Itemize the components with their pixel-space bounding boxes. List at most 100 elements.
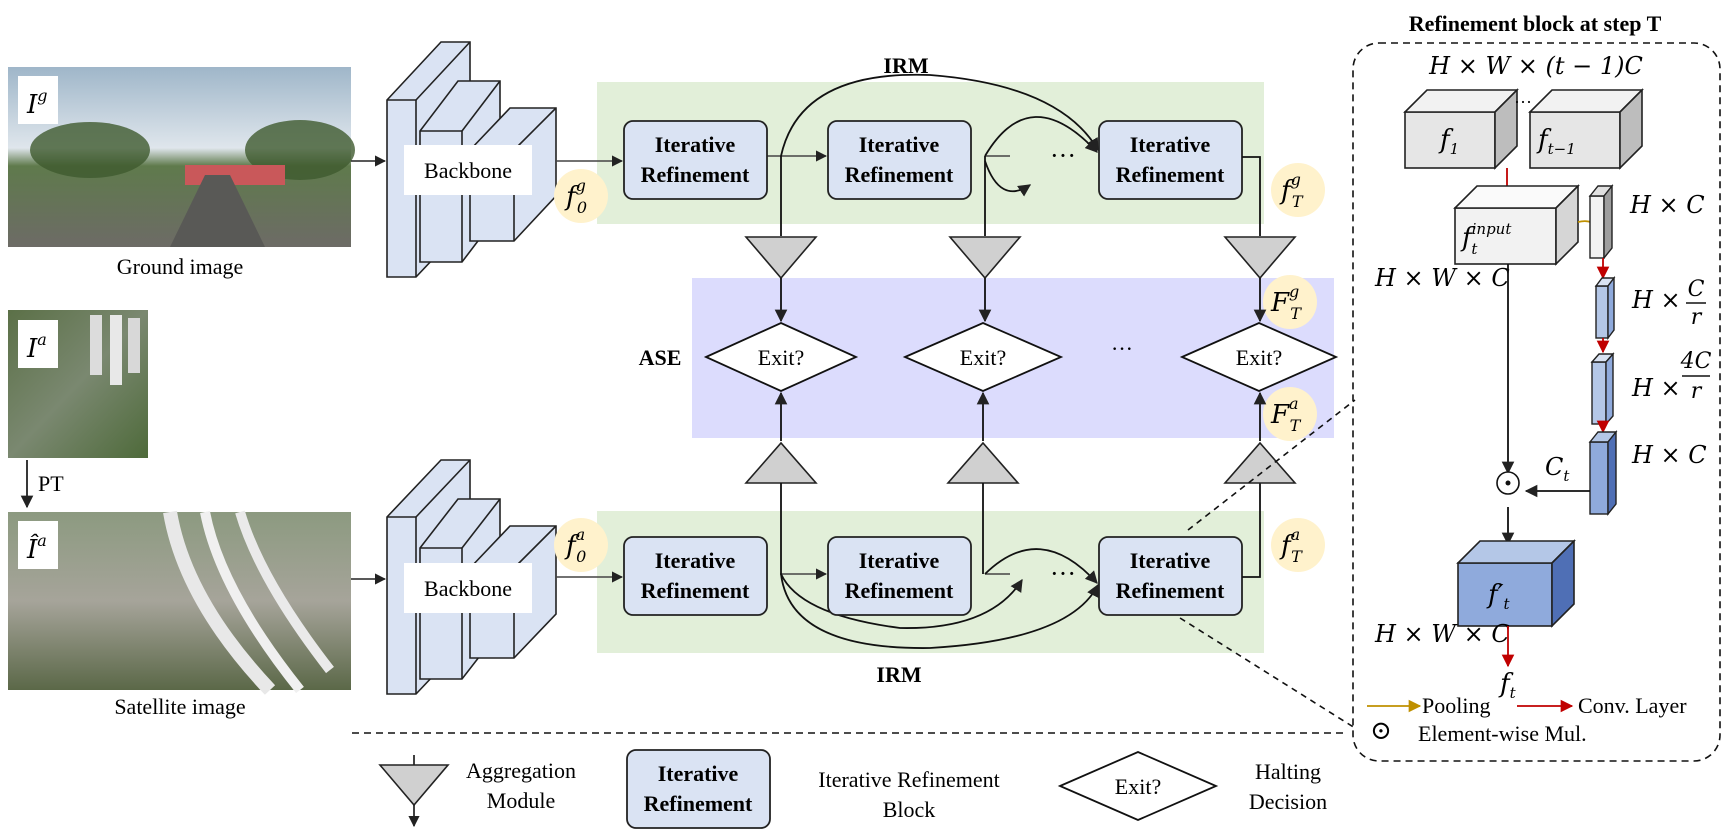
backbone-bottom: Backbone xyxy=(386,459,557,695)
svg-text:FaT: FaT xyxy=(1270,394,1302,435)
transformed-symbol-box xyxy=(18,521,58,569)
skip-arc-bottom-short xyxy=(984,548,1098,584)
ft-output-label: ft xyxy=(1498,669,1517,702)
svg-text:Iterative: Iterative xyxy=(859,548,940,573)
legend-halting: Exit? Halting Decision xyxy=(1057,751,1327,821)
hwc-label-1: H × W × C xyxy=(1374,264,1510,292)
hc-label-1: H × C xyxy=(1629,191,1705,219)
aggregation-bottom-2 xyxy=(946,441,1020,484)
svg-text:Exit?: Exit? xyxy=(1236,345,1282,370)
aggregation-top-1 xyxy=(744,236,818,280)
svg-text:4C: 4C xyxy=(1680,349,1712,374)
dots-top: ··· xyxy=(1050,141,1076,170)
transformed-satellite-image: Îa xyxy=(8,510,351,695)
iter-block-top-1: Iterative Refinement xyxy=(623,120,768,200)
odot-legend-icon: ⊙ xyxy=(1370,716,1392,745)
svg-text:r: r xyxy=(1691,379,1703,404)
ground-image: Ig xyxy=(8,67,355,247)
pooling-legend-label: Pooling xyxy=(1422,693,1490,718)
pt-label: PT xyxy=(38,471,64,496)
svg-text:H ×: H × xyxy=(1631,286,1681,314)
skip-arc-top-long xyxy=(780,73,1099,157)
iter-block-top-3: Iterative Refinement xyxy=(1098,120,1243,200)
ground-image-caption: Ground image xyxy=(117,254,243,279)
svg-text:Module: Module xyxy=(487,788,555,813)
svg-text:Refinement: Refinement xyxy=(644,791,753,816)
aggregation-top-2 xyxy=(948,236,1022,280)
exit-decision-3: Exit? xyxy=(1179,322,1339,392)
backbone-top-label-box xyxy=(404,145,532,195)
backbone-bottom-label-box xyxy=(404,563,532,613)
svg-text:FgT: FgT xyxy=(1270,282,1302,323)
svg-text:Decision: Decision xyxy=(1249,789,1327,814)
svg-text:r: r xyxy=(1691,305,1703,330)
svg-text:Refinement: Refinement xyxy=(845,578,954,603)
svg-text:Block: Block xyxy=(883,797,936,822)
aggregation-bottom-1 xyxy=(744,441,818,484)
aggregation-top-3 xyxy=(1223,236,1297,280)
svg-text:H ×: H × xyxy=(1631,374,1681,402)
refinement-panel-title: Refinement block at step T xyxy=(1409,11,1662,36)
svg-text:fa0: fa0 xyxy=(564,525,586,566)
svg-text:Iterative Refinement: Iterative Refinement xyxy=(818,767,999,792)
dots-bottom: ··· xyxy=(1050,559,1076,588)
svg-text:Îa: Îa xyxy=(26,531,47,565)
backbone-top: Backbone xyxy=(386,41,557,278)
vector-ct xyxy=(1588,430,1618,516)
svg-text:Ia: Ia xyxy=(26,330,47,364)
svg-text:Ig: Ig xyxy=(26,86,48,120)
top-dims-label: H × W × (t − 1)C xyxy=(1428,52,1643,80)
conv-legend-label: Conv. Layer xyxy=(1578,693,1687,718)
svg-text:C: C xyxy=(1688,277,1705,302)
hc-label-2: H × C xyxy=(1631,441,1707,469)
cube-f1: f1 xyxy=(1403,88,1519,170)
ground-symbol-box xyxy=(18,76,58,124)
iter-block-bottom-2: Iterative Refinement xyxy=(827,536,972,616)
svg-text:fg0: fg0 xyxy=(564,176,587,217)
aerial-symbol-box xyxy=(18,320,58,368)
exit-decision-2: Exit? xyxy=(902,322,1064,392)
legend-iter-block: Iterative Refinement Iterative Refinemen… xyxy=(626,749,1000,829)
svg-text:Halting: Halting xyxy=(1255,759,1321,784)
svg-text:Refinement: Refinement xyxy=(641,578,750,603)
refinement-panel: Refinement block at step T H × W × (t − … xyxy=(1352,11,1721,762)
svg-text:Aggregation: Aggregation xyxy=(466,758,576,783)
iter-block-bottom-1: Iterative Refinement xyxy=(623,536,768,616)
vector-hc-1 xyxy=(1588,184,1614,260)
svg-text:Iterative: Iterative xyxy=(658,761,739,786)
aggregation-bottom-3 xyxy=(1223,441,1297,484)
svg-text:Refinement: Refinement xyxy=(1116,578,1225,603)
svg-text:f′t: f′t xyxy=(1486,580,1511,613)
svg-text:Iterative: Iterative xyxy=(655,548,736,573)
svg-text:Exit?: Exit? xyxy=(758,345,804,370)
ase-label: ASE xyxy=(639,345,682,370)
svg-text:Exit?: Exit? xyxy=(960,345,1006,370)
exit-decision-1: Exit? xyxy=(703,322,859,392)
svg-text:Refinement: Refinement xyxy=(845,162,954,187)
svg-text:Iterative: Iterative xyxy=(1130,548,1211,573)
svg-text:Iterative: Iterative xyxy=(859,132,940,157)
dots-ase: ··· xyxy=(1111,336,1133,361)
satellite-image-caption: Satellite image xyxy=(114,694,245,719)
skip-arc-bottom-long xyxy=(780,573,1099,649)
aerial-image: Ia xyxy=(8,310,148,458)
irm-top-label: IRM xyxy=(883,53,928,78)
backbone-bottom-label: Backbone xyxy=(424,576,512,601)
svg-text:Iterative: Iterative xyxy=(1130,132,1211,157)
vector-c-over-r xyxy=(1594,275,1616,341)
backbone-top-label: Backbone xyxy=(424,158,512,183)
elementwise-legend-label: Element-wise Mul. xyxy=(1418,721,1587,746)
svg-text:Exit?: Exit? xyxy=(1115,774,1161,799)
hwc-label-2: H × W × C xyxy=(1374,620,1510,648)
legend-triangle-icon xyxy=(378,764,450,807)
legend-aggregation: Aggregation Module xyxy=(378,755,576,828)
